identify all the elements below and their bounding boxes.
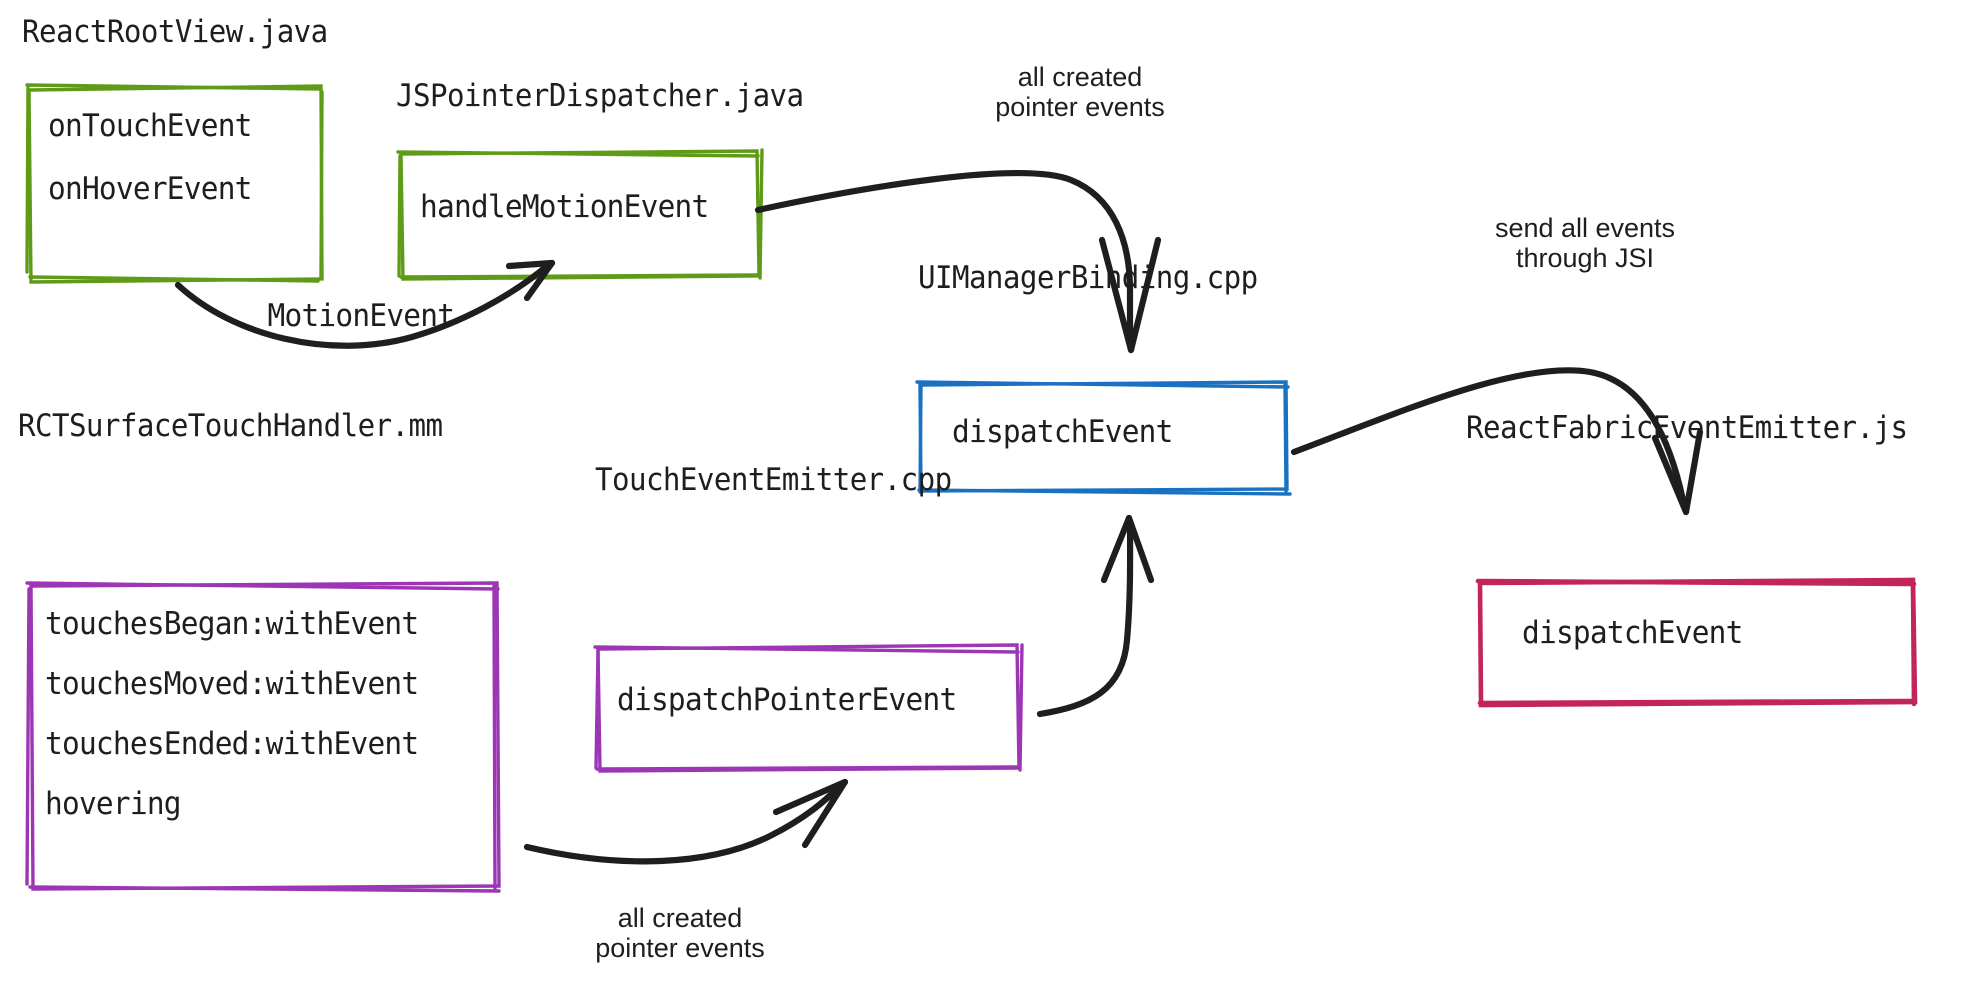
node-item-hovering: hovering — [45, 786, 182, 822]
node-item-touches-moved: touchesMoved:withEvent — [45, 666, 419, 702]
node-item-dispatch-event-emitter: dispatchEvent — [1522, 615, 1743, 651]
node-title-rct-surface-touch-handler: RCTSurfaceTouchHandler.mm — [18, 408, 443, 444]
node-item-on-hover-event: onHoverEvent — [48, 171, 252, 207]
node-item-dispatch-event-binding: dispatchEvent — [952, 414, 1173, 450]
arrow-dispatch-pointer-to-binding — [1036, 514, 1155, 718]
edge-label-created-pointer-events-bottom: all created pointer events — [595, 903, 765, 964]
node-box-react-fabric-event-emitter[interactable]: dispatchEvent — [1478, 580, 1915, 705]
node-title-js-pointer-dispatcher: JSPointerDispatcher.java — [396, 78, 804, 114]
node-title-react-fabric-event-emitter: ReactFabricEventEmitter.js — [1466, 410, 1908, 446]
node-item-dispatch-pointer-event: dispatchPointerEvent — [617, 682, 957, 718]
arrow-created-pointer-events-bottom — [523, 778, 849, 865]
node-box-ui-manager-binding[interactable]: dispatchEvent — [917, 382, 1290, 494]
node-box-touch-event-emitter[interactable]: dispatchPointerEvent — [595, 645, 1022, 771]
node-title-react-root-view: ReactRootView.java — [22, 14, 328, 50]
node-item-touches-ended: touchesEnded:withEvent — [45, 726, 419, 762]
node-item-on-touch-event: onTouchEvent — [48, 108, 252, 144]
node-title-ui-manager-binding: UIManagerBinding.cpp — [918, 260, 1258, 296]
node-item-touches-began: touchesBegan:withEvent — [45, 606, 419, 642]
node-box-react-root-view[interactable]: onTouchEvent onHoverEvent — [27, 85, 323, 282]
node-box-rct-surface-touch-handler[interactable]: touchesBegan:withEvent touchesMoved:with… — [27, 583, 499, 891]
node-item-handle-motion-event: handleMotionEvent — [420, 189, 709, 225]
edge-label-motion-event: MotionEvent — [267, 298, 455, 334]
node-box-js-pointer-dispatcher[interactable]: handleMotionEvent — [398, 151, 762, 279]
edge-label-send-all-events: send all events through JSI — [1494, 213, 1676, 274]
edge-label-created-pointer-events-top: all created pointer events — [995, 62, 1165, 123]
node-title-touch-event-emitter: TouchEventEmitter.cpp — [595, 462, 952, 498]
